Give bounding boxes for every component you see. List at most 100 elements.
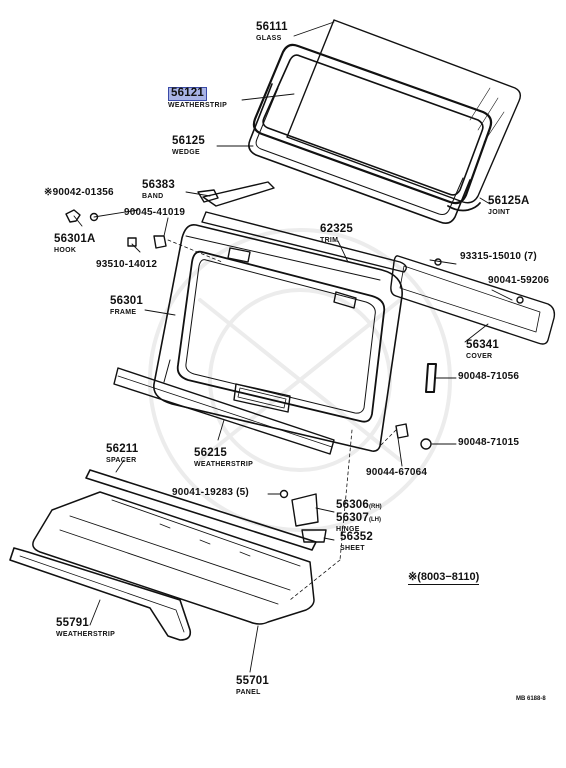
part-name: WEDGE bbox=[172, 148, 200, 156]
clip-67064 bbox=[395, 423, 409, 439]
diagram-code: MB 6188-8 bbox=[516, 696, 546, 702]
part-number: 56215 bbox=[194, 447, 227, 459]
label-56341: 56341 COVER bbox=[466, 339, 499, 360]
grommet-71015 bbox=[420, 438, 432, 450]
part-name: JOINT bbox=[488, 208, 511, 216]
weatherstrip-lower-line bbox=[117, 375, 333, 448]
part-number: 56341 bbox=[466, 339, 499, 351]
leader-lines bbox=[73, 21, 513, 673]
label-62325: 62325 TRIM bbox=[320, 223, 353, 244]
bolt-19283 bbox=[279, 489, 289, 499]
part-number-highlighted[interactable]: 56121 bbox=[168, 87, 207, 101]
label-56125: 56125 WEDGE bbox=[172, 135, 205, 156]
door-frame-rim bbox=[163, 235, 381, 383]
label-56306: 56306(RH) bbox=[336, 496, 382, 512]
label-56211: 56211 SPACER bbox=[106, 443, 139, 464]
part-name: HOOK bbox=[54, 246, 77, 254]
part-name: WEATHERSTRIP bbox=[168, 101, 228, 109]
floor-panel-holes bbox=[159, 523, 251, 557]
part-number: 56125A bbox=[488, 195, 530, 207]
floor-panel bbox=[32, 491, 315, 625]
label-93510-14012: 93510-14012 bbox=[96, 259, 158, 270]
part-number: 56111 bbox=[256, 21, 288, 33]
label-56111: 56111 GLASS bbox=[256, 21, 288, 42]
part-side: (LH) bbox=[368, 517, 381, 523]
weatherstrip-lower-strip bbox=[113, 367, 335, 455]
spacer-strip bbox=[85, 469, 317, 551]
part-number: 56383 bbox=[142, 179, 175, 191]
label-93315-15010: 93315-15010 (7) bbox=[460, 252, 537, 262]
part-name: HINGE bbox=[336, 526, 360, 533]
weatherstrip-panel-strip bbox=[9, 547, 192, 641]
label-56383: 56383 BAND bbox=[142, 179, 175, 200]
part-name: SPACER bbox=[106, 456, 137, 464]
label-90048-71015: 90048-71015 bbox=[458, 437, 520, 448]
door-handle-inner bbox=[237, 387, 287, 409]
part-name: BAND bbox=[142, 192, 164, 200]
part-qty: (7) bbox=[524, 251, 537, 262]
label-56352: 56352 SHEET bbox=[340, 531, 373, 552]
label-90041-59206: 90041-59206 bbox=[488, 275, 550, 286]
wedge-strip bbox=[248, 83, 471, 224]
part-number: 56301A bbox=[54, 233, 96, 245]
part-name: SHEET bbox=[340, 544, 365, 552]
label-90041-19283: 90041-19283 (5) bbox=[172, 488, 249, 498]
screw-90042 bbox=[89, 212, 99, 222]
part-name: TRIM bbox=[320, 236, 339, 244]
cover-plate-inner bbox=[399, 265, 541, 333]
part-name: COVER bbox=[466, 352, 493, 360]
door-hinge-lug bbox=[227, 247, 251, 263]
part-name: GLASS bbox=[256, 34, 282, 42]
clip-93510 bbox=[127, 237, 137, 247]
grommet-71056 bbox=[425, 363, 437, 393]
part-number: 90041-19283 bbox=[172, 487, 234, 498]
part-number: 93315-15010 bbox=[460, 251, 522, 262]
bolt-90045 bbox=[153, 235, 167, 249]
label-90042-01356: ※90042-01356 bbox=[44, 187, 114, 198]
part-number: 62325 bbox=[320, 223, 353, 235]
cover-bolt-2 bbox=[516, 296, 524, 304]
label-56121: 56121 WEATHERSTRIP bbox=[168, 84, 227, 109]
label-90044-67064: 90044-67064 bbox=[366, 467, 428, 478]
hinge bbox=[291, 493, 319, 527]
label-55791: 55791 WEATHERSTRIP bbox=[56, 617, 115, 637]
part-number: 56306 bbox=[336, 499, 369, 511]
part-number: 56211 bbox=[106, 443, 139, 455]
glass-pane bbox=[286, 19, 522, 204]
part-number: 56307 bbox=[336, 512, 369, 524]
label-90048-71056: 90048-71056 bbox=[458, 371, 520, 382]
watermark-emblem bbox=[148, 228, 452, 532]
part-side: (RH) bbox=[368, 504, 382, 510]
floor-panel-rib bbox=[59, 499, 301, 605]
label-56125A: 56125A JOINT bbox=[488, 195, 530, 216]
label-56301: 56301 FRAME bbox=[110, 295, 143, 316]
part-number: 55791 bbox=[56, 617, 89, 629]
door-handle-recess bbox=[233, 383, 291, 413]
band bbox=[202, 181, 275, 207]
cover-plate bbox=[390, 255, 556, 345]
joint bbox=[447, 202, 481, 212]
weatherstrip-upper-outer bbox=[252, 43, 493, 205]
part-name: FRAME bbox=[110, 308, 137, 316]
part-number: 56125 bbox=[172, 135, 205, 147]
hook-part bbox=[65, 209, 81, 223]
label-90045-41019: 90045-41019 bbox=[124, 207, 186, 218]
part-name: WEATHERSTRIP bbox=[194, 460, 254, 468]
part-number: 56352 bbox=[340, 531, 373, 543]
door-frame-window-inner bbox=[185, 259, 376, 414]
wedge-strip-inner bbox=[255, 87, 464, 215]
part-qty: (5) bbox=[236, 487, 249, 498]
label-55701: 55701 PANEL bbox=[236, 675, 269, 696]
part-number: 55701 bbox=[236, 675, 269, 687]
label-56215: 56215 WEATHERSTRIP bbox=[194, 447, 254, 468]
door-latch-lug bbox=[333, 291, 357, 309]
dashed-assembly-lines bbox=[167, 239, 397, 601]
weatherstrip-upper-inner bbox=[262, 54, 484, 196]
part-name: PANEL bbox=[236, 688, 261, 696]
label-56307: 56307(LH) HINGE bbox=[336, 509, 381, 533]
sheet-part bbox=[301, 529, 327, 543]
applicability-note: ※(8003−8110) bbox=[408, 571, 480, 585]
part-number: 56301 bbox=[110, 295, 143, 307]
band-clip bbox=[197, 189, 219, 203]
